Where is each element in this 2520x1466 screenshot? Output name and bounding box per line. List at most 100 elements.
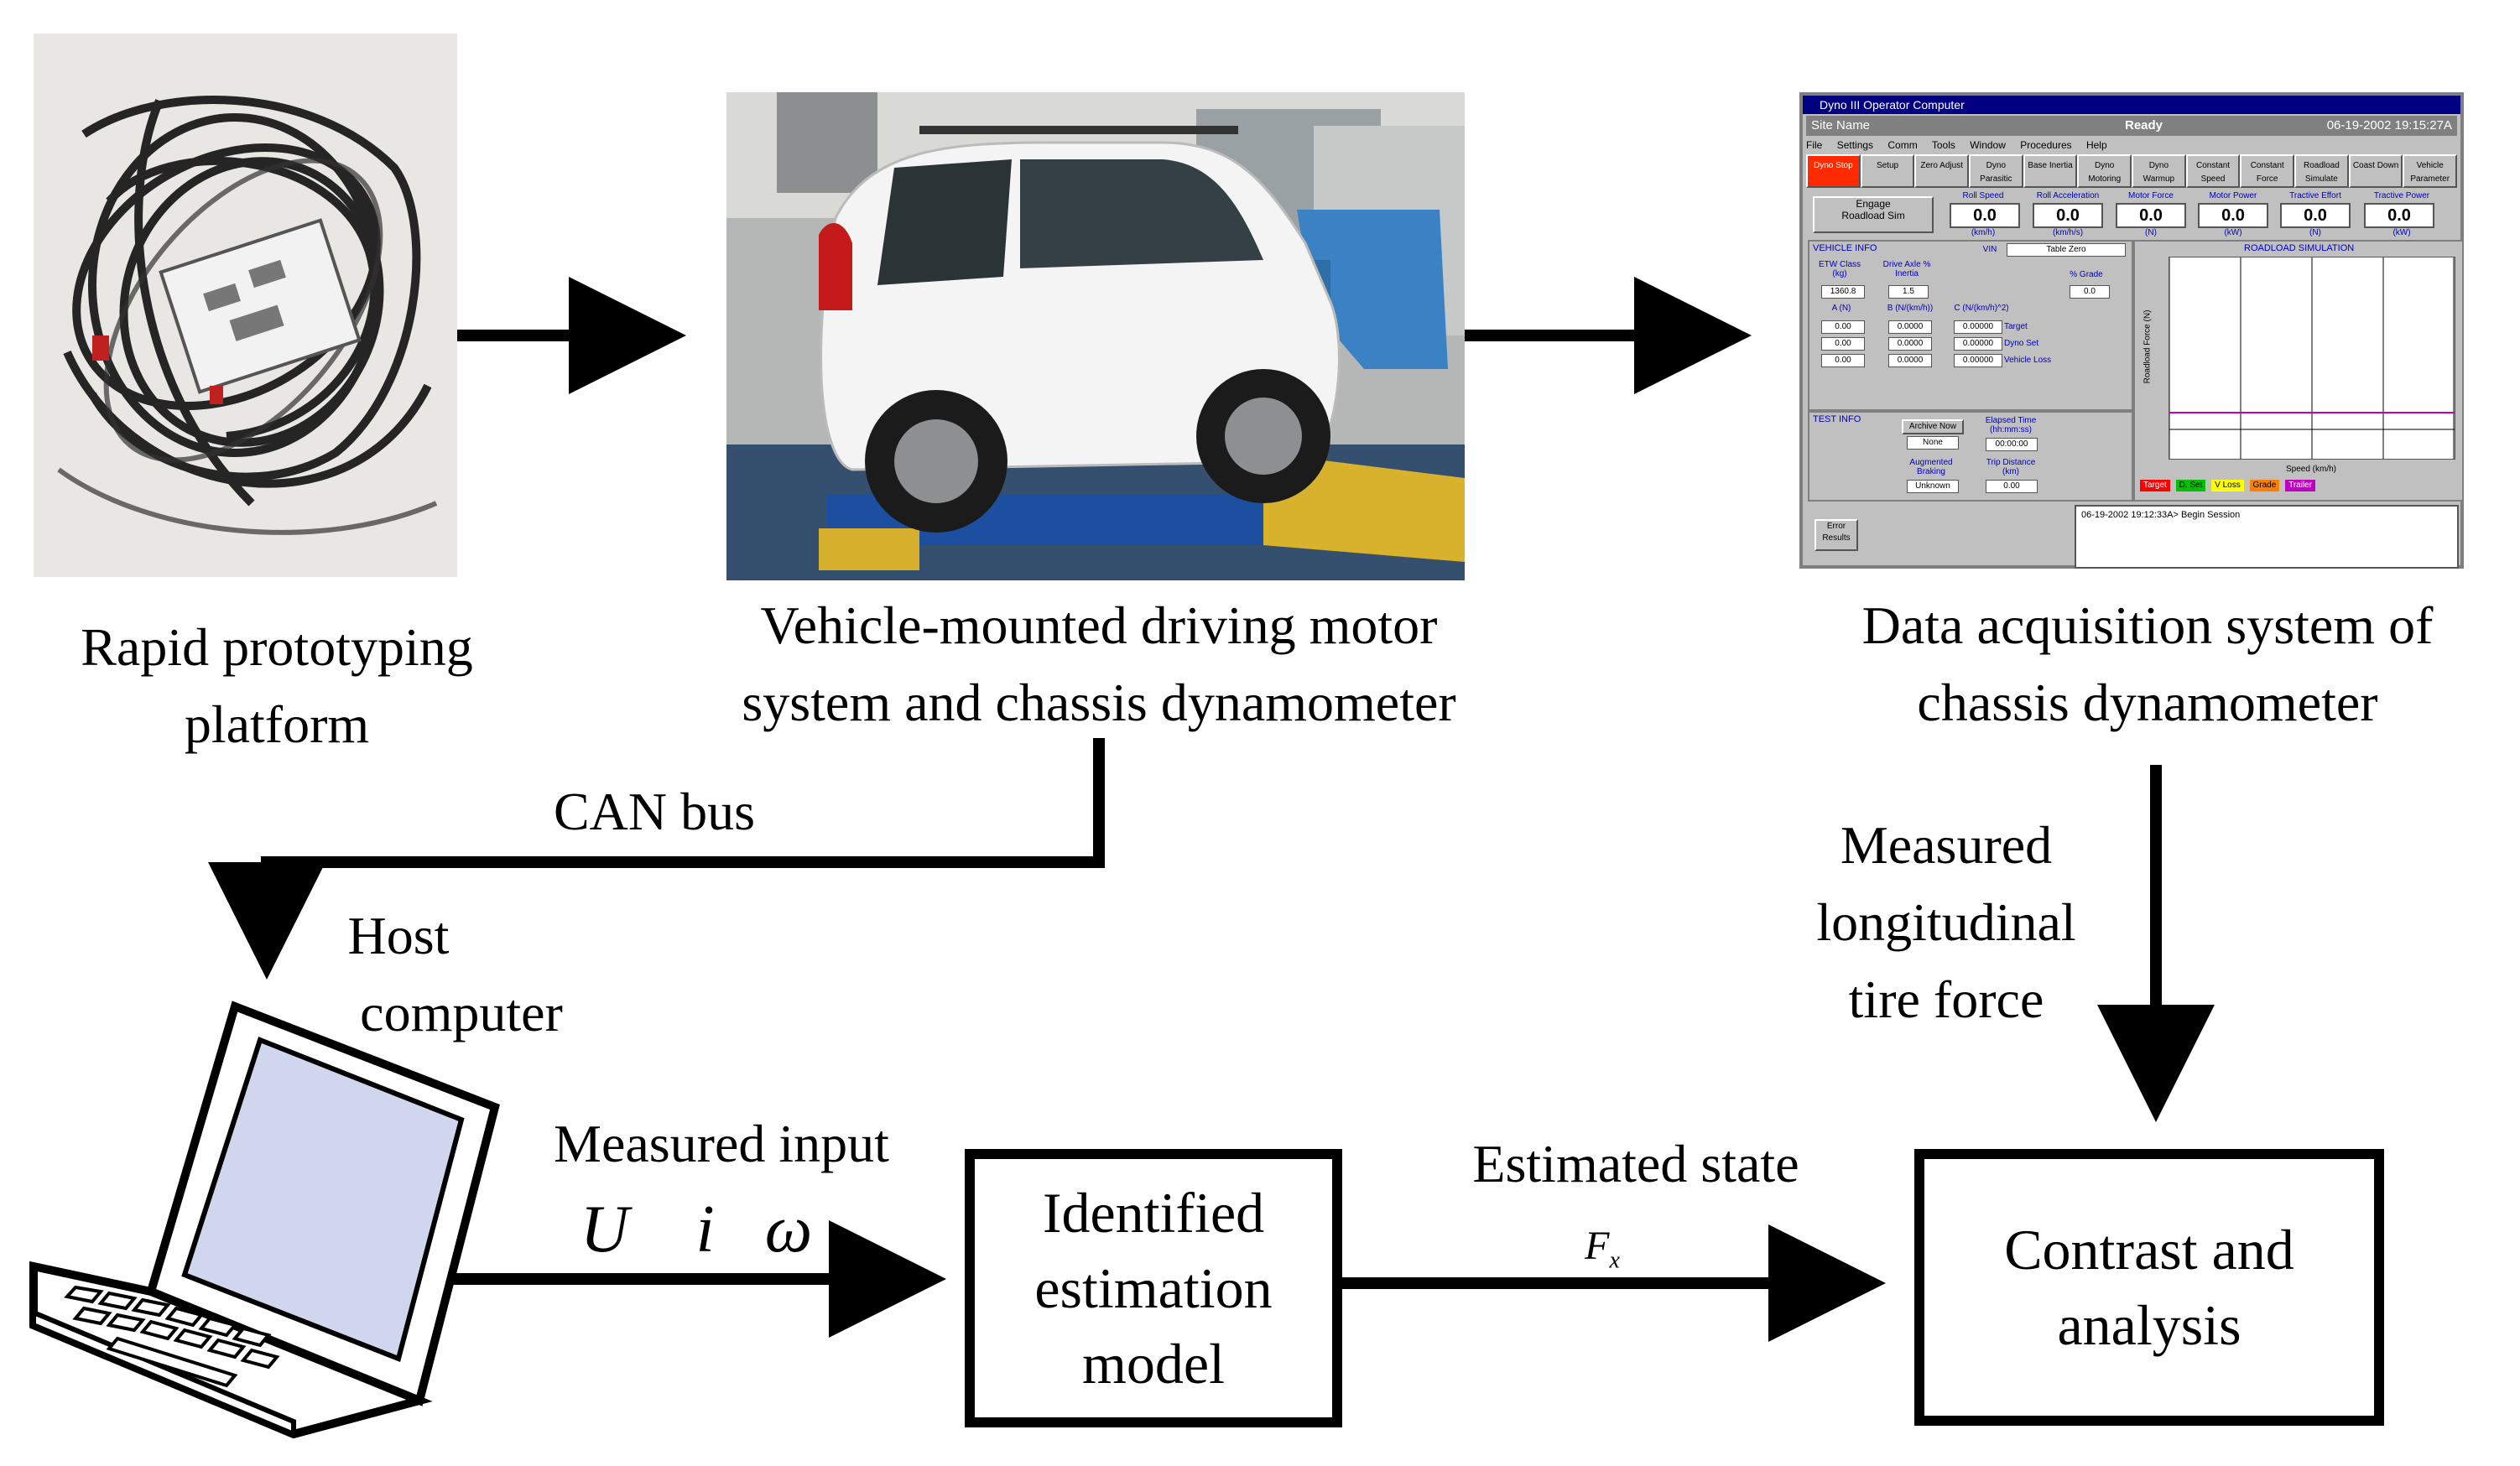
error-line: Error <box>1826 522 1846 531</box>
plot-ylabel: Roadload Force (N) <box>2143 309 2153 384</box>
arrow-can-bus <box>208 738 1105 980</box>
readout-unit-motor-power: (kW) <box>2224 228 2242 237</box>
input-variables: U i ω <box>570 1191 822 1268</box>
roadload-simulate-button[interactable]: Roadload Simulate <box>2294 154 2349 188</box>
menu-file[interactable]: File <box>1806 139 1823 151</box>
grade-field[interactable]: 0.0 <box>2070 285 2110 299</box>
elapsed-label: Elapsed Time (hh:mm:ss) <box>1985 416 2037 434</box>
measured-force-line1: Measured <box>1840 815 2053 875</box>
elapsed-field: 00:00:00 <box>1986 438 2038 451</box>
coef-header-c: C (N/(km/h)^2) <box>1954 304 2009 313</box>
error-results-button[interactable]: Error Results <box>1815 519 1858 551</box>
coef-dynoset-c[interactable]: 0.00000 <box>1954 337 2002 351</box>
car-icon <box>726 92 1465 580</box>
contrast-analysis-box: Contrast and analysis <box>1914 1149 2384 1426</box>
menu-settings[interactable]: Settings <box>1836 139 1874 151</box>
coef-vehloss-c[interactable]: 0.00000 <box>1954 354 2002 367</box>
readout-unit-tractive-effort: (N) <box>2309 228 2321 237</box>
etw-field[interactable]: 1360.8 <box>1821 285 1865 299</box>
dyno-stop-button[interactable]: Dyno Stop <box>1806 154 1861 188</box>
daq-system-line2: chassis dynamometer <box>1917 673 2378 732</box>
etw-label: ETW Class (kg) <box>1819 260 1861 278</box>
grade-label: % Grade <box>2070 270 2103 279</box>
readout-tractive-effort: 0.0 <box>2280 203 2351 228</box>
coast-down-button[interactable]: Coast Down <box>2348 154 2403 188</box>
menu-procedures[interactable]: Procedures <box>2020 139 2072 151</box>
base-inertia-button[interactable]: Base Inertia <box>2023 154 2078 188</box>
rapid-platform-label: Rapid prototyping platform <box>17 609 537 763</box>
dyno-motoring-button[interactable]: Dyno Motoring <box>2077 154 2132 188</box>
session-log: 06-19-2002 19:12:33A> Begin Session <box>2075 505 2459 569</box>
coef-vehloss-a[interactable]: 0.00 <box>1821 354 1865 367</box>
readout-roll-accel: 0.0 <box>2033 203 2103 228</box>
datetime-text: 06-19-2002 19:15:27A <box>2326 118 2452 133</box>
readout-motor-force: 0.0 <box>2116 203 2186 228</box>
measured-input-label: Measured input <box>554 1114 889 1173</box>
daq-system-label: Data acquisition system of chassis dynam… <box>1778 587 2517 741</box>
roadload-plot <box>2169 257 2455 460</box>
readout-unit-roll-accel: (km/h/s) <box>2052 228 2084 237</box>
archive-now-button[interactable]: Archive Now <box>1902 419 1964 434</box>
coef-dynoset-a[interactable]: 0.00 <box>1821 337 1865 351</box>
constant-force-button[interactable]: Constant Force <box>2240 154 2295 188</box>
dyno-parasitic-button[interactable]: Dyno Parasitic <box>1969 154 2023 188</box>
contrast-line1: Contrast and <box>2004 1218 2294 1281</box>
menu-help[interactable]: Help <box>2085 139 2107 151</box>
identified-model-line1: Identified <box>1042 1181 1265 1245</box>
measured-force-line3: tire force <box>1848 970 2044 1029</box>
trip-field: 0.00 <box>1986 480 2038 493</box>
legend-grade: Grade <box>2249 480 2280 491</box>
host-computer-label: Host computer <box>294 897 629 1052</box>
measured-force-label: Measured longitudinal tire force <box>1745 807 2148 1038</box>
menu-tools[interactable]: Tools <box>1931 139 1955 151</box>
plot-xlabel: Speed (km/h) <box>2285 465 2337 474</box>
coef-dynoset-b[interactable]: 0.0000 <box>1888 337 1932 351</box>
vehicle-info-title: VEHICLE INFO <box>1813 243 1877 253</box>
dyno-warmup-button[interactable]: Dyno Warmup <box>2132 154 2186 188</box>
augmented-field: Unknown <box>1907 480 1959 493</box>
augmented-label: Augmented Braking <box>1909 458 1953 476</box>
coef-vehloss-name: Vehicle Loss <box>2004 356 2052 365</box>
engage-roadload-button[interactable]: Engage Roadload Sim <box>1813 196 1934 233</box>
legend-trailer: Trailer <box>2285 480 2316 491</box>
archive-field: None <box>1907 436 1959 450</box>
readout-label-motor-force: Motor Force <box>2128 191 2174 200</box>
zero-adjust-button[interactable]: Zero Adjust <box>1914 154 1970 188</box>
daq-system-line1: Data acquisition system of <box>1861 595 2434 655</box>
constant-speed-button[interactable]: Constant Speed <box>2185 154 2241 188</box>
can-bus-label: CAN bus <box>553 782 756 841</box>
readout-label-roll-accel: Roll Acceleration <box>2036 191 2100 200</box>
toolbar: Dyno Stop Setup Zero Adjust Dyno Parasit… <box>1806 154 2458 188</box>
vehicle-info-panel: VEHICLE INFO VIN Table Zero ETW Class (k… <box>1808 240 2133 411</box>
vehicle-system-line2: system and chassis dynamometer <box>742 673 1456 732</box>
legend-target: Target <box>2140 480 2170 491</box>
estimated-symbol-f: F <box>1585 1224 1610 1268</box>
identified-model-line2: estimation <box>1034 1256 1273 1320</box>
results-line: Results <box>1822 533 1851 543</box>
coef-vehloss-b[interactable]: 0.0000 <box>1888 354 1932 367</box>
coef-dynoset-name: Dyno Set <box>2004 339 2039 348</box>
measured-force-line2: longitudinal <box>1816 892 2076 952</box>
menu-comm[interactable]: Comm <box>1887 139 1918 151</box>
var-omega: ω <box>764 1193 813 1266</box>
readout-unit-tractive-power: (kW) <box>2392 228 2411 237</box>
coef-target-c[interactable]: 0.00000 <box>1954 320 2002 334</box>
vehicle-dyno-photo <box>726 92 1465 580</box>
legend-dset: D. Set <box>2175 480 2206 491</box>
coef-target-a[interactable]: 0.00 <box>1821 320 1865 334</box>
roadload-panel: ROADLOAD SIMULATION Roadload Force (N) S… <box>2133 240 2464 502</box>
vin-label: VIN <box>1982 245 1997 254</box>
plot-legend: Target D. Set V Loss Grade Trailer <box>2140 480 2459 491</box>
coef-header-b: B (N/(km/h)) <box>1887 304 1934 313</box>
vehicle-parameter-button[interactable]: Vehicle Parameter <box>2403 154 2458 188</box>
readout-label-roll-speed: Roll Speed <box>1962 191 2004 200</box>
engage-line1: Engage <box>1856 198 1891 210</box>
engage-line2: Roadload Sim <box>1841 210 1905 221</box>
menu-window[interactable]: Window <box>1970 139 2006 151</box>
vin-field[interactable]: Table Zero <box>2007 243 2126 257</box>
trip-label: Trip Distance (km) <box>1986 458 2036 476</box>
coef-target-b[interactable]: 0.0000 <box>1888 320 1932 334</box>
drive-axle-field[interactable]: 1.5 <box>1888 285 1929 299</box>
setup-button[interactable]: Setup <box>1860 154 1915 188</box>
